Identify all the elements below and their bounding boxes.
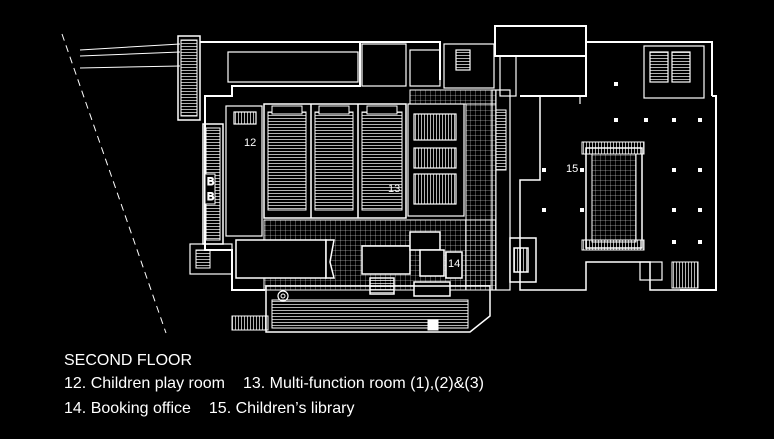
svg-text:B: B <box>207 176 214 188</box>
room-label-12: 12 <box>244 137 256 149</box>
svg-text:B: B <box>207 191 214 203</box>
floor-title: SECOND FLOOR <box>64 352 193 369</box>
legend-item-14: 14. Booking office <box>64 400 191 417</box>
childrens-library <box>519 95 716 291</box>
south-terrace <box>231 285 491 333</box>
legend-item-13: 13. Multi-function room (1),(2)&(3) <box>242 375 484 392</box>
room-label-15: 15 <box>566 163 578 175</box>
walkway-bridge <box>79 35 201 121</box>
toilet-block <box>407 103 465 217</box>
legend-line-1: 12. Children play room 13. Multi-function… <box>64 373 484 395</box>
legend-item-12: 12. Children play room <box>64 375 225 392</box>
second-floor-plan: B B <box>61 25 717 334</box>
top-rooms <box>227 43 705 99</box>
multi-function-rooms <box>263 103 407 219</box>
room-label-13: 13 <box>388 183 400 195</box>
children-play-room <box>225 105 263 237</box>
left-corridor: B B <box>189 123 233 275</box>
site-boundary-line <box>61 33 167 334</box>
structural-columns <box>542 82 702 244</box>
legend-item-15: 15. Children’s library <box>208 400 355 417</box>
legend-line-2: 14. Booking office 15. Children’s library <box>64 398 354 420</box>
room-label-14: 14 <box>448 258 460 270</box>
lower-rooms <box>235 231 537 297</box>
